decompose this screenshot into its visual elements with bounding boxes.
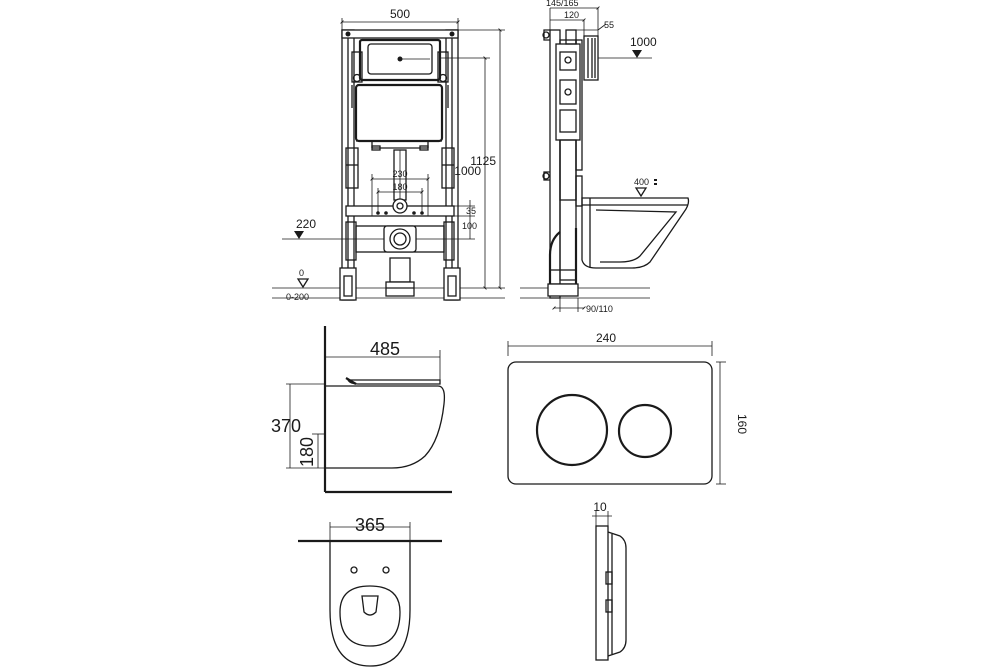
dim-side-depth-total: 145/165 [546,0,579,8]
dim-flush-spacing: 230 [392,169,407,179]
dim-plate-width: 240 [596,331,616,345]
bowl-side-view: 485 370 180 [271,326,452,494]
dim-bowl-height: 370 [271,416,301,436]
plate-outline [507,361,713,485]
dim-bowl-length: 485 [370,339,400,359]
dim-offset-drain: 100 [462,221,477,231]
flush-plate-outline [358,38,442,82]
dim-total-height: 1125 [470,154,496,168]
drain-outlet [385,281,415,297]
drain-connection [383,225,417,253]
level-floor: 0 [299,268,304,278]
level-button-height: 1000 [630,35,657,49]
dim-frame-height: 1000 [454,164,481,178]
half-flush-button [617,403,673,459]
side-flush-plate [583,35,599,81]
dim-offset-small: 35 [466,206,476,216]
inlet-connection [392,198,408,214]
bowl-top-view: 365 [298,515,442,667]
bowl-body-side [325,385,446,469]
dim-plate-thickness: 10 [593,500,607,514]
cistern-tank [354,83,444,143]
level-bowl-height: 400 [634,177,649,187]
mount-hole-right [382,566,390,574]
frame-top-rail [341,29,459,39]
bowl-outline-top [329,541,411,667]
dim-frame-width: 500 [390,7,410,21]
level-drain-height: 220 [296,217,316,231]
plate-side-outline [595,525,609,661]
flush-plate-side-view: 10 [592,500,627,661]
frame-front-view: 500 1125 1000 230 180 35 100 220 0 0- [272,7,505,302]
dim-side-depth-rear: 55 [604,20,614,30]
dim-side-depth-foot: 90/110 [586,304,613,314]
dim-bowl-low-height: 180 [297,437,317,467]
full-flush-button [535,393,609,467]
dim-plate-height: 160 [735,414,749,434]
dim-inlet-spacing: 180 [392,182,407,192]
level-adjust-range: 0-200 [286,292,309,302]
dim-side-depth-frame: 120 [564,10,579,20]
flush-plate-front-view: 240 160 [507,331,749,485]
bowl-basin-top [339,585,401,647]
frame-side-view: 145/165 120 55 1000 400 90/110 [520,0,690,314]
side-bowl [581,197,690,269]
dim-bowl-width: 365 [355,515,385,535]
mount-hole-left [350,566,358,574]
